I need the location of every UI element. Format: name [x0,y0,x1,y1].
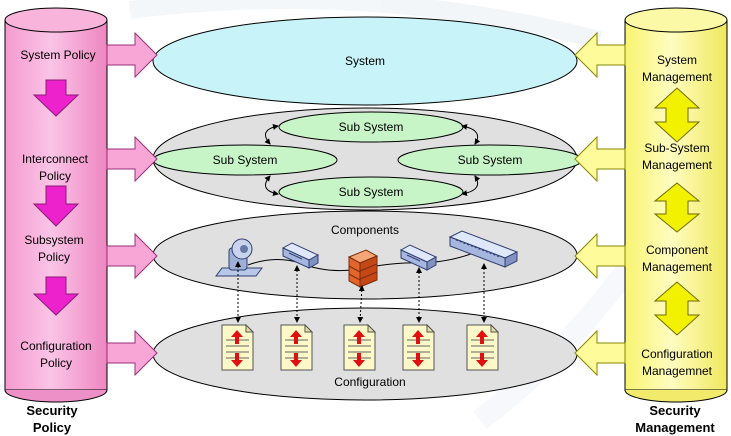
security-policy-caption-line2: Policy [33,420,72,435]
subsystem-policy-label: Subsystem [24,233,83,247]
subsystem-node-label: Sub System [213,153,278,167]
right-arrow-icon [106,31,158,79]
management-to-layer-arrows [574,31,626,377]
security-management-items: System Management Sub-System Management … [641,53,712,378]
configuration-management-label-line2: Managemnet [642,364,713,378]
subsystem-management-label: Sub-System [644,141,709,155]
left-arrow-icon [574,135,626,183]
components-layer-label: Components [331,223,399,237]
config-file-icon [221,323,255,371]
down-arrow-icon [32,79,80,117]
connector-arrow [461,175,481,197]
configuration-layer-label: Configuration [334,375,405,389]
right-arrow-icon [106,329,158,377]
subsystem-node-label: Sub System [339,185,404,199]
right-arrow-icon [106,232,158,280]
config-file-icon [280,323,314,371]
config-file-icon [343,323,377,371]
configuration-policy-label-line2: Policy [40,356,72,370]
security-policy-caption: Security [26,403,78,418]
interconnect-policy-label-line2: Policy [39,169,71,183]
configuration-files [221,323,500,371]
policy-flow-arrows [32,79,80,316]
subsystem-node-label: Sub System [458,153,523,167]
switch-icon [399,244,438,271]
left-arrow-icon [574,329,626,377]
system-policy-label: System Policy [20,48,95,62]
terminal-icon [215,238,263,277]
connector-arrow [264,175,279,196]
up-down-arrow-icon [653,281,701,336]
left-arrow-icon [574,232,626,280]
system-management-label: System [657,53,697,67]
subsystem-connectors [264,123,481,197]
subsystem-policy-label-line2: Policy [38,250,70,264]
interconnect-policy-label: Interconnect [22,152,89,166]
subsystem-management-label-line2: Management [642,158,713,172]
right-arrow-icon [106,135,158,183]
config-file-icon [466,323,500,371]
up-down-arrow-icon [653,182,701,233]
system-layer [152,16,578,106]
config-file-icon [402,323,436,371]
switch-icon [281,242,320,269]
subsystem-node-label: Sub System [339,120,404,134]
left-arrow-icon [574,31,626,79]
connector-arrow [264,124,279,145]
system-management-label-line2: Management [642,70,713,84]
component-management-label: Component [646,243,709,257]
configuration-management-label: Configuration [641,347,712,361]
security-management-caption-line2: Management [635,420,715,435]
policy-to-layer-arrows [106,31,158,377]
configuration-policy-label: Configuration [20,339,91,353]
system-layer-label: System [345,54,385,68]
firewall-icon [347,249,379,288]
component-config-links [235,261,487,323]
management-flow-arrows [653,87,701,336]
connector-arrow [461,123,481,145]
up-down-arrow-icon [653,87,701,143]
security-management-caption: Security [649,403,701,418]
down-arrow-icon [32,276,80,316]
component-management-label-line2: Management [642,260,713,274]
down-arrow-icon [32,185,80,227]
hub-icon [448,230,519,268]
security-policy-items: System Policy Interconnect Policy Subsys… [20,48,95,370]
